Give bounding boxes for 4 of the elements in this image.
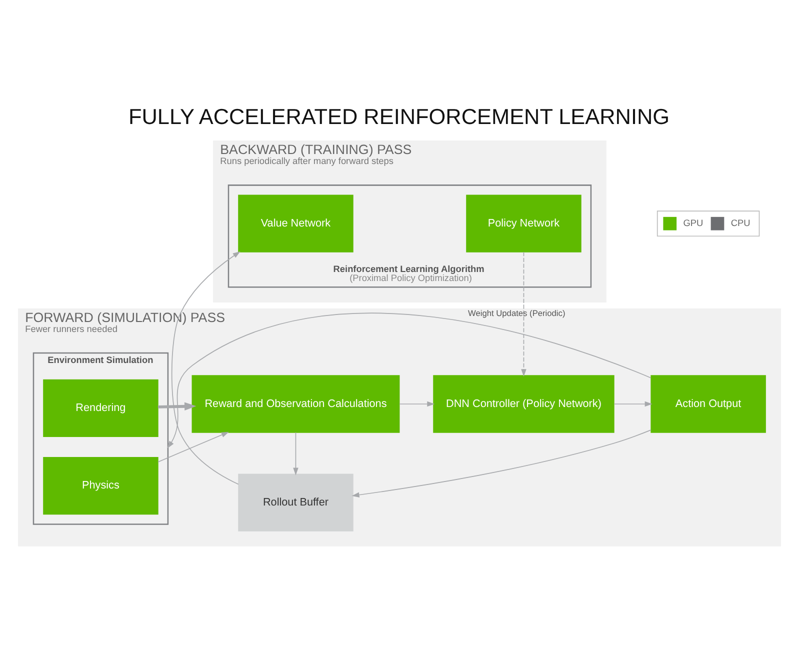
edge-label: Weight Updates (Periodic) [468,308,566,318]
legend-label: CPU [730,218,750,228]
legend-label: GPU [683,218,704,228]
diagram-title: FULLY ACCELERATED REINFORCEMENT LEARNING [128,104,670,130]
